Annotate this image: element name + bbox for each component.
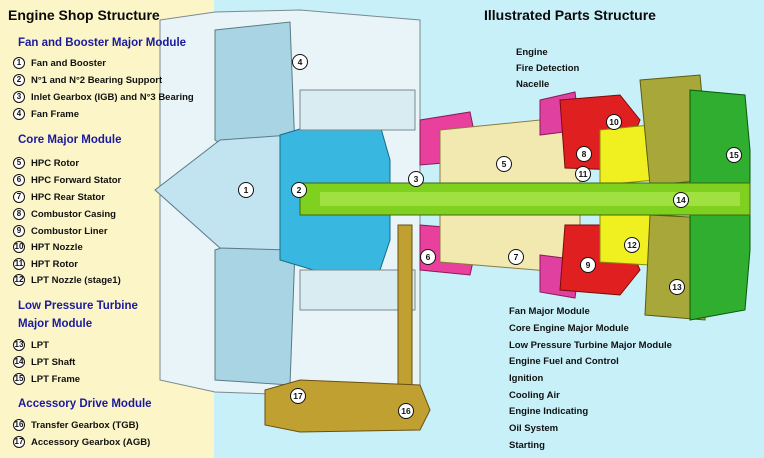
callout-7: 7 <box>508 249 524 265</box>
left-title: Engine Shop Structure <box>8 7 160 23</box>
label-core-engine: Core Engine Major Module <box>509 323 629 334</box>
right-title: Illustrated Parts Structure <box>484 7 656 23</box>
callout-2: 2 <box>291 182 307 198</box>
label-fire-detection: Fire Detection <box>516 63 580 74</box>
fan-frame-strut-upper <box>299 89 416 131</box>
callout-15: 15 <box>726 147 742 163</box>
label-engine-indicating: Engine Indicating <box>509 406 589 417</box>
callout-13: 13 <box>669 279 685 295</box>
callout-11: 11 <box>575 166 591 182</box>
label-lpt-major-module: Low Pressure Turbine Major Module <box>509 340 672 351</box>
fan-frame-strut-lower <box>299 269 416 311</box>
tgb-shaft <box>397 224 413 401</box>
callout-10: 10 <box>606 114 622 130</box>
callout-12: 12 <box>624 237 640 253</box>
callout-5: 5 <box>496 156 512 172</box>
section-heading-lpt-line2: Major Module <box>18 318 93 330</box>
label-cooling-air: Cooling Air <box>509 390 560 401</box>
section-heading-lpt-line1: Low Pressure Turbine <box>18 300 138 312</box>
callout-16: 16 <box>398 403 414 419</box>
callout-9: 9 <box>580 257 596 273</box>
section-heading-accessory: Accessory Drive Module <box>18 398 152 410</box>
callout-17: 17 <box>290 388 306 404</box>
callout-6: 6 <box>420 249 436 265</box>
callout-4: 4 <box>292 54 308 70</box>
label-starting: Starting <box>509 440 545 451</box>
accessory-gearbox <box>264 379 431 433</box>
callout-3: 3 <box>408 171 424 187</box>
label-nacelle: Nacelle <box>516 79 550 90</box>
label-fan-major-module: Fan Major Module <box>509 306 590 317</box>
label-ignition: Ignition <box>509 373 544 384</box>
lpt-shaft-core <box>320 192 740 206</box>
label-engine: Engine <box>516 47 548 58</box>
callout-1: 1 <box>238 182 254 198</box>
callout-14: 14 <box>673 192 689 208</box>
callout-8: 8 <box>576 146 592 162</box>
section-heading-fan-booster: Fan and Booster Major Module <box>18 37 187 49</box>
label-oil-system: Oil System <box>509 423 559 434</box>
fan-blade-lower <box>214 239 296 386</box>
label-fuel-control: Engine Fuel and Control <box>509 356 619 367</box>
section-heading-core: Core Major Module <box>18 134 122 146</box>
